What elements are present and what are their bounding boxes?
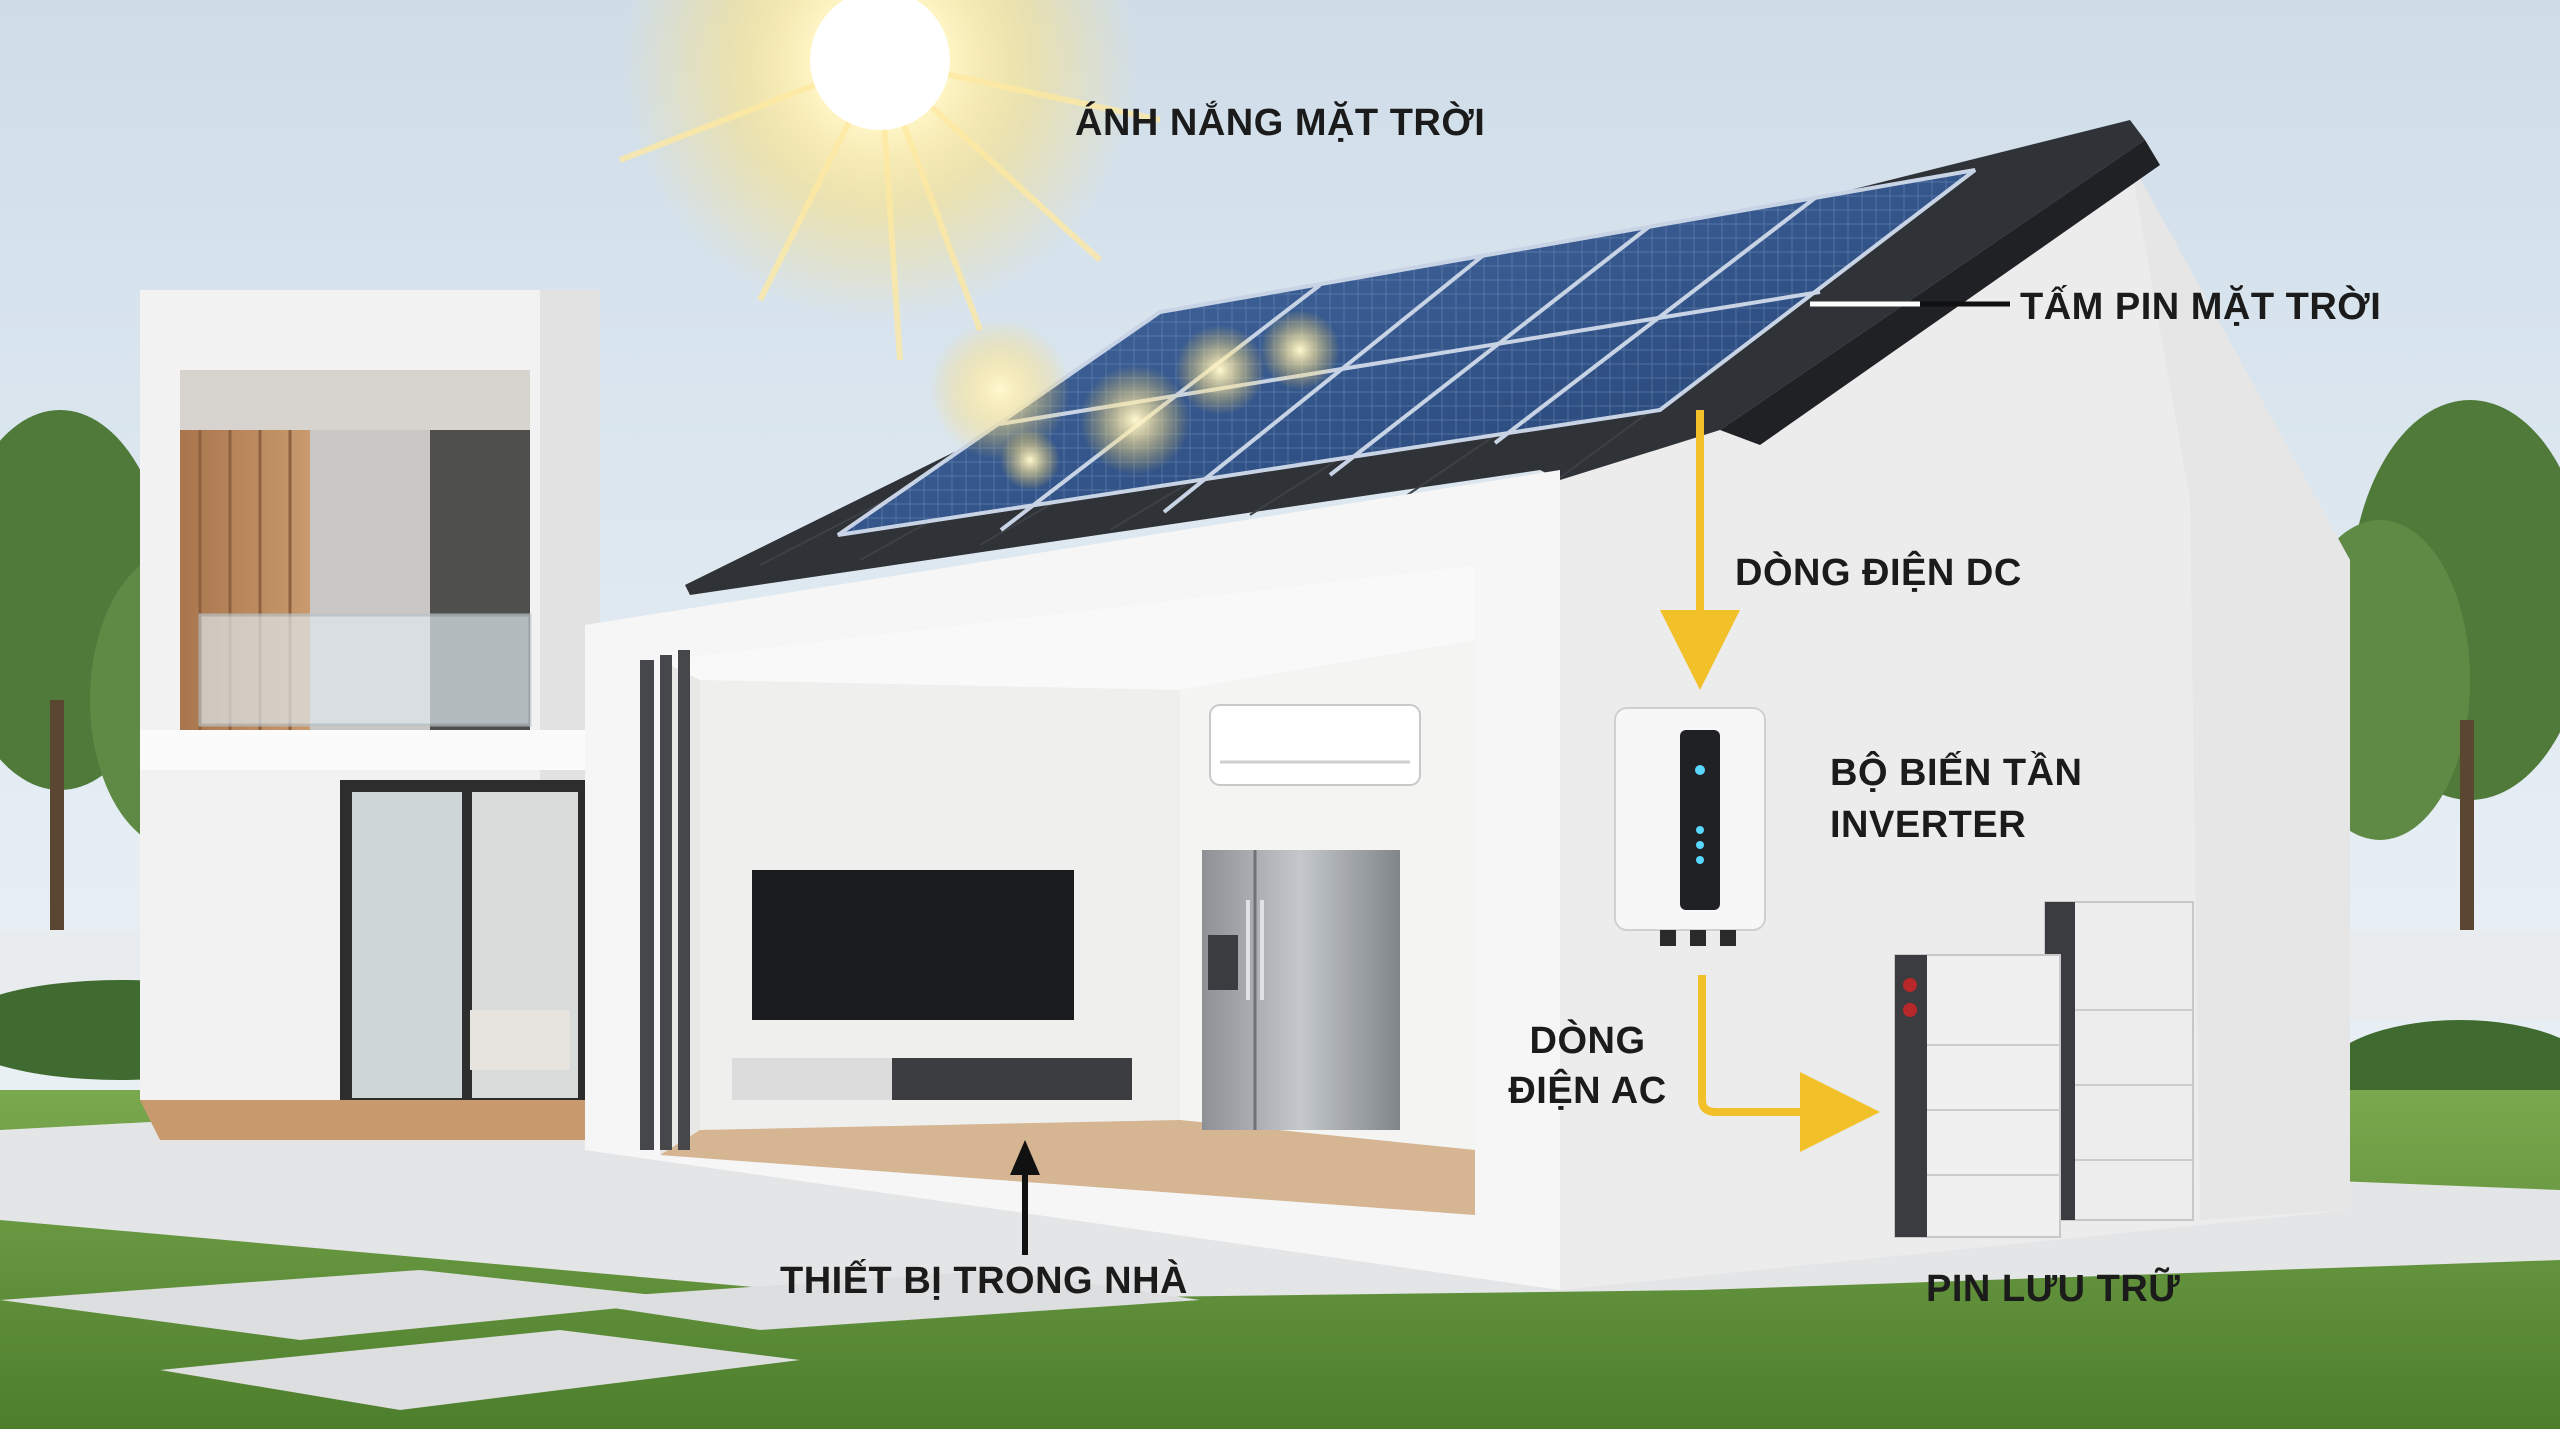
house-left-block	[140, 290, 700, 1140]
label-ac-line2: ĐIỆN AC	[1508, 1070, 1667, 1112]
sun-glow	[618, 0, 1161, 361]
refrigerator	[1202, 850, 1400, 1130]
label-solar-panel: TẤM PIN MẶT TRỜI	[2020, 286, 2382, 328]
label-ac-line1: DÒNG	[1529, 1020, 1646, 1062]
stepping-stone-3	[560, 1270, 1200, 1330]
tv-screen	[752, 870, 1074, 1020]
arrow-up-icon	[1010, 1140, 1040, 1255]
label-battery: PIN LƯU TRỮ	[1926, 1268, 2181, 1310]
label-inverter-line2: INVERTER	[1830, 804, 2027, 846]
label-sunlight: ÁNH NẮNG MẶT TRỜI	[1075, 102, 1486, 144]
sun-flares	[930, 310, 1340, 490]
garden-wall-right	[2340, 930, 2560, 1020]
label-inverter-line1: BỘ BIẾN TẦN	[1830, 752, 2083, 794]
label-appliances: THIẾT BỊ TRONG NHÀ	[780, 1260, 1188, 1302]
arrow-right-icon	[1698, 975, 1880, 1152]
label-dc-current: DÒNG ĐIỆN DC	[1735, 552, 2022, 594]
stepping-stone-1	[0, 1270, 700, 1340]
stepping-stone-2	[160, 1330, 800, 1410]
air-conditioner	[1209, 704, 1421, 786]
battery-storage	[1894, 901, 2194, 1238]
tv-console	[732, 1058, 1132, 1100]
inverter	[1614, 707, 1766, 946]
